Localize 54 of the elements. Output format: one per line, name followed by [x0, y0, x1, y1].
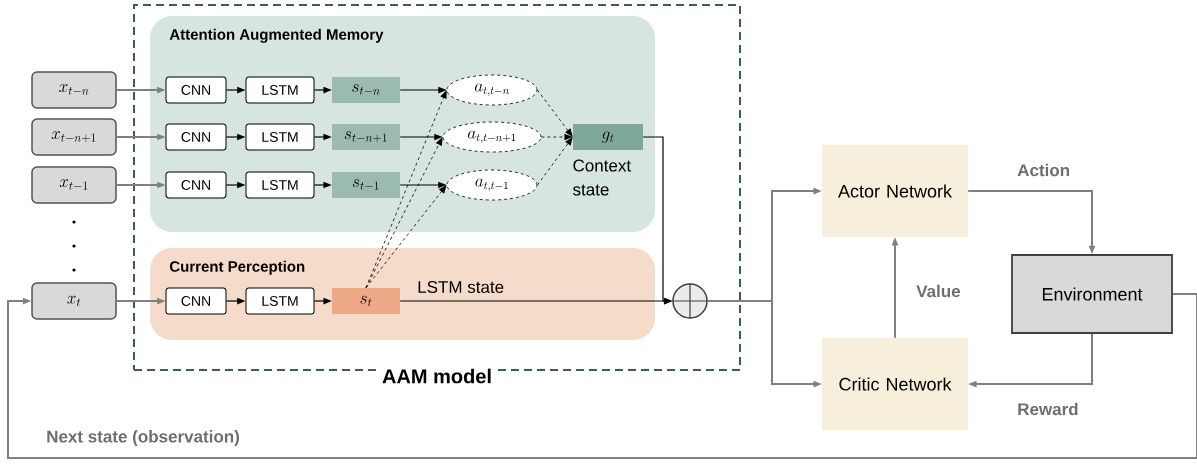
arrow: [399, 133, 443, 141]
edge-label: Next state (observation): [47, 430, 239, 446]
arrow: [541, 133, 573, 141]
arrow: [967, 190, 1096, 255]
arrow: [115, 86, 166, 94]
arrow: [225, 133, 246, 141]
layer-box: CNN: [165, 76, 227, 104]
edge-label: LSTM state: [418, 281, 504, 294]
arrow: [399, 86, 447, 94]
arrow: [399, 181, 447, 189]
input-box: $x_{t-1}$: [31, 166, 117, 204]
arrow: [225, 86, 246, 94]
arrow: [706, 300, 822, 388]
arrow: [313, 133, 332, 141]
state-box: $s_{t-n}$: [332, 77, 400, 103]
input-box: $x_{t-n}$: [31, 71, 117, 109]
layer-box: CNN: [165, 287, 227, 315]
input-box: $x_{t-n+1}$: [31, 118, 117, 156]
state-box: $g_t$: [573, 124, 643, 150]
input-box: $x_t$: [31, 282, 117, 320]
network-box: Critic Network: [822, 338, 968, 430]
arrow: [891, 237, 899, 339]
caption-text: Context state: [573, 159, 631, 196]
network-box: Actor Network: [822, 145, 968, 237]
arrow: [115, 297, 166, 305]
environment-box: Environment: [1011, 254, 1173, 334]
arrow: [365, 185, 447, 289]
state-box: $s_t$: [332, 288, 400, 314]
arrow: [537, 137, 573, 186]
layer-box: CNN: [165, 123, 227, 151]
arrow: [115, 133, 166, 141]
arrow: [7, 293, 1197, 459]
arrow: [313, 86, 332, 94]
arrow: [115, 181, 166, 189]
arrow: [399, 297, 673, 305]
arrow: [968, 332, 1093, 388]
node-label: AAM model: [382, 368, 491, 384]
state-box: $s_{t-1}$: [332, 172, 400, 198]
arrow: [225, 181, 246, 189]
edge-label: Reward: [1018, 402, 1078, 416]
sum-circle: [671, 282, 709, 320]
arrow: [537, 89, 573, 137]
arrow: [225, 297, 246, 305]
arrow: [365, 137, 443, 289]
edge-label: Action: [1017, 163, 1070, 177]
layer-box: LSTM: [245, 76, 315, 104]
layer-box: LSTM: [245, 171, 315, 199]
layer-box: CNN: [165, 171, 227, 199]
arrow: [313, 297, 332, 305]
state-box: $s_{t-n+1}$: [332, 124, 400, 150]
layer-box: LSTM: [245, 123, 315, 151]
arrow: [313, 181, 332, 189]
edge-label: Value: [916, 284, 961, 298]
layer-box: LSTM: [245, 287, 315, 315]
